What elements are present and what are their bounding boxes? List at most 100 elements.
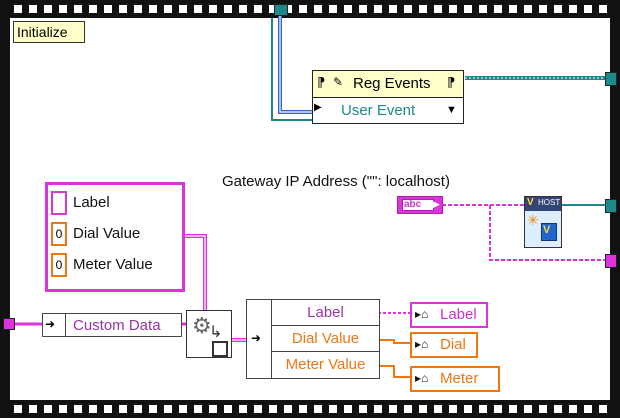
reference-indicator[interactable]: ▸⌂Dial: [410, 332, 478, 358]
frame-label-text: Initialize: [17, 24, 68, 40]
frame-hole: [89, 5, 97, 13]
host-tag: HOST: [538, 198, 561, 207]
frame-hole: [554, 405, 562, 413]
reference-icon: ▸⌂: [415, 371, 429, 385]
frame-hole: [509, 5, 517, 13]
frame-hole: [359, 405, 367, 413]
unbundle-element-label: Label: [307, 304, 344, 321]
custom-data-label: Custom Data: [73, 317, 161, 334]
reference-indicator[interactable]: ▸⌂ Label: [410, 302, 488, 328]
v-badge: V: [527, 197, 534, 208]
custom-data-arrow-icon: ➜: [45, 317, 56, 331]
frame-top-holes: [0, 0, 620, 18]
frame-hole: [284, 5, 292, 13]
reference-label: Label: [440, 306, 477, 323]
reference-icon: ▸⌂: [415, 307, 429, 321]
frame-hole: [59, 405, 67, 413]
frame-hole: [554, 5, 562, 13]
frame-hole: [104, 5, 112, 13]
unbundle-element-label: Meter Value: [285, 356, 366, 373]
reg-events-icon: ⁋: [317, 75, 326, 90]
string-arrow-icon: ▶: [433, 199, 440, 209]
right-tunnel-host[interactable]: [605, 199, 617, 213]
frame-hole: [434, 405, 442, 413]
frame-hole: [299, 405, 307, 413]
cluster-element-label: Meter Value: [73, 256, 153, 273]
frame-hole: [524, 5, 532, 13]
reference-label: Meter: [440, 370, 479, 387]
gateway-string-tag: abc: [404, 199, 422, 210]
cluster-element[interactable]: Label: [51, 191, 176, 215]
frame-hole: [494, 5, 502, 13]
numeric-indicator-icon: 0: [51, 253, 67, 277]
frame-hole: [269, 5, 277, 13]
frame-hole: [419, 405, 427, 413]
frame-hole: [239, 5, 247, 13]
variant-to-data-icon[interactable]: ⚙ ↳: [186, 310, 232, 358]
frame-hole: [44, 5, 52, 13]
frame-left-border: [0, 0, 10, 418]
frame-hole: [599, 405, 607, 413]
unbundle-element[interactable]: Meter Value: [272, 352, 379, 377]
cluster-element-label: Dial Value: [73, 225, 141, 242]
frame-hole: [194, 5, 202, 13]
frame-hole: [254, 5, 262, 13]
reg-events-input-label[interactable]: User Event: [341, 102, 416, 119]
frame-bottom-strip: [0, 400, 620, 418]
frame-hole: [389, 405, 397, 413]
custom-data-terminal[interactable]: ➜ Custom Data: [42, 313, 182, 337]
reg-events-title: Reg Events: [353, 75, 431, 92]
frame-hole: [464, 405, 472, 413]
frame-hole: [404, 405, 412, 413]
meter-output-wire: [378, 365, 410, 378]
reference-indicator[interactable]: ▸⌂ Meter: [410, 366, 500, 392]
numeric-indicator-icon: 0: [51, 222, 67, 246]
frame-hole: [389, 5, 397, 13]
frame-hole: [224, 405, 232, 413]
reg-events-node[interactable]: ⁋ ✎ Reg Events ⁋ ▶ User Event ▼: [312, 70, 464, 124]
bell-icon: ✎: [333, 75, 344, 89]
gateway-string-constant[interactable]: abc ▶: [397, 196, 443, 214]
cluster-element[interactable]: 0 Dial Value: [51, 222, 176, 246]
frame-hole: [164, 5, 172, 13]
gateway-host-icon[interactable]: V HOST ✳ V: [524, 196, 562, 248]
frame-hole: [494, 405, 502, 413]
frame-hole: [524, 405, 532, 413]
right-tunnel-string[interactable]: [605, 254, 617, 268]
dial-output-wire: [378, 339, 410, 344]
frame-hole: [269, 405, 277, 413]
frame-hole: [539, 405, 547, 413]
frame-hole: [284, 405, 292, 413]
dropdown-arrow-icon[interactable]: ▼: [446, 104, 457, 116]
top-tunnel[interactable]: [274, 4, 288, 16]
frame-hole: [344, 5, 352, 13]
frame-hole: [479, 5, 487, 13]
frame-hole: [179, 405, 187, 413]
cluster-element[interactable]: 0 Meter Value: [51, 253, 176, 277]
return-arrow-icon: ↳: [209, 324, 223, 341]
string-indicator-icon: [51, 191, 67, 215]
right-tunnel-events[interactable]: [605, 72, 617, 86]
frame-hole: [59, 5, 67, 13]
reg-events-right-icon: ⁋: [447, 75, 456, 90]
frame-hole: [134, 5, 142, 13]
frame-hole: [149, 5, 157, 13]
frame-label[interactable]: Initialize: [13, 21, 85, 43]
frame-hole: [119, 405, 127, 413]
unbundle-element[interactable]: Label: [272, 300, 379, 326]
frame-hole: [74, 5, 82, 13]
frame-hole: [539, 5, 547, 13]
frame-hole: [584, 5, 592, 13]
frame-hole: [569, 405, 577, 413]
frame-hole: [89, 405, 97, 413]
unbundle-element[interactable]: Dial Value: [272, 326, 379, 352]
frame-hole: [404, 5, 412, 13]
frame-hole: [44, 405, 52, 413]
frame-hole: [14, 5, 22, 13]
frame-bottom-holes: [0, 400, 620, 418]
star-icon: ✳: [527, 212, 539, 228]
left-tunnel[interactable]: [3, 318, 15, 330]
frame-hole: [419, 5, 427, 13]
